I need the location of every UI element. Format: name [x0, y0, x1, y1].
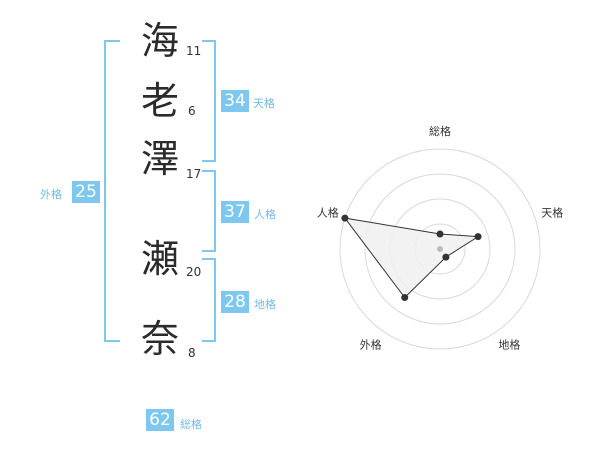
jinkaku-value-badge: 37 [221, 201, 249, 223]
radar-point-1 [474, 233, 482, 241]
gaikaku-bracket [104, 40, 120, 342]
radar-point-0 [436, 230, 444, 238]
stroke-count-5: 8 [188, 346, 196, 360]
jinkaku-bracket [202, 170, 216, 252]
chikaku-label: 地格 [254, 298, 276, 311]
name-char-5: 奈 [140, 317, 179, 361]
radar-polygon [343, 217, 480, 299]
name-char-2: 老 [140, 79, 179, 123]
radar-point-3 [401, 294, 409, 302]
radar-point-2 [442, 253, 450, 261]
stroke-count-1: 11 [186, 44, 202, 58]
tenkaku-bracket [202, 40, 216, 162]
radar-axis-label-2: 地格 [498, 337, 520, 351]
radar-ring [364, 173, 516, 325]
chikaku-bracket [202, 258, 216, 342]
soukaku-label: 総格 [180, 418, 202, 431]
tenkaku-value-badge: 34 [221, 90, 249, 112]
radar-axis-label-3: 外格 [360, 337, 382, 351]
name-char-4: 瀬 [140, 237, 179, 281]
name-char-3: 澤 [140, 137, 179, 181]
name-char-1: 海 [140, 19, 179, 63]
gaikaku-value-badge: 25 [72, 181, 100, 203]
radar-axis-label-0: 総格 [429, 124, 451, 138]
radar-ring [339, 148, 541, 350]
chikaku-value-badge: 28 [221, 291, 249, 313]
radar-axis-label-1: 天格 [541, 206, 563, 220]
stroke-count-4: 20 [186, 265, 202, 279]
radar-point-4 [341, 214, 349, 222]
gaikaku-label: 外格 [40, 188, 62, 201]
tenkaku-label: 天格 [253, 97, 275, 110]
radar-axis-label-4: 人格 [317, 206, 339, 220]
radar-center-point [437, 246, 443, 252]
soukaku-value-badge: 62 [146, 409, 174, 431]
stroke-count-3: 17 [186, 167, 202, 181]
jinkaku-label: 人格 [254, 208, 276, 221]
stroke-count-2: 6 [188, 104, 196, 118]
